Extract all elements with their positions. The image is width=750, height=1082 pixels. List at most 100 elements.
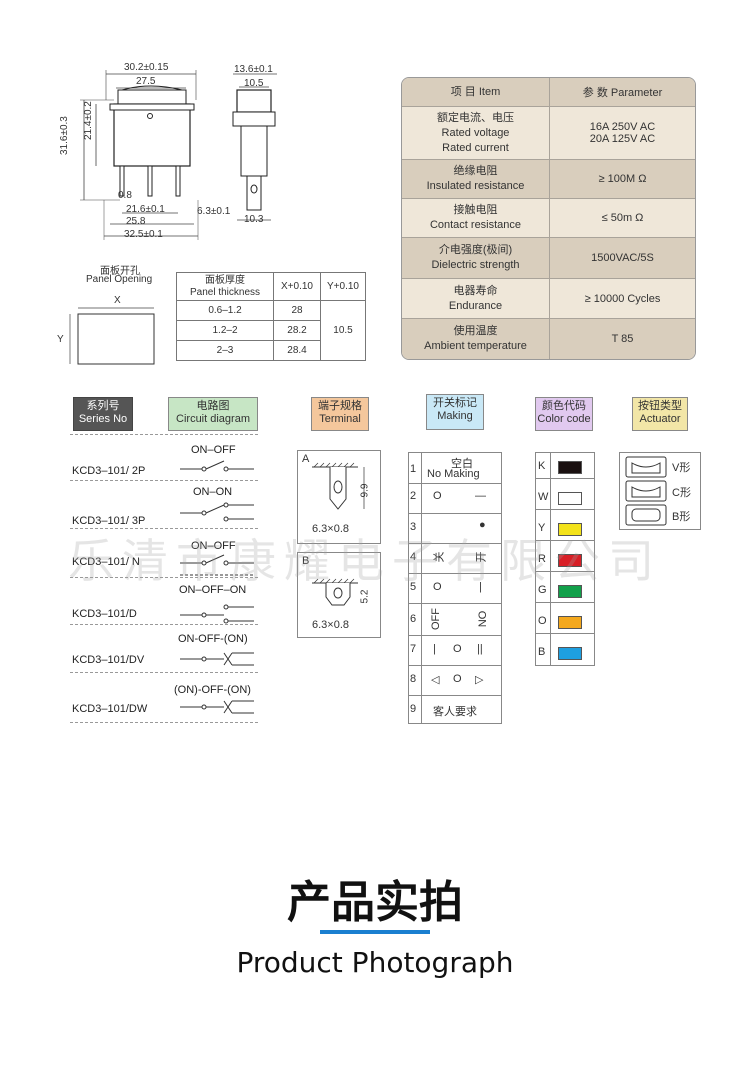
front-width-total: 30.2±0.15 xyxy=(124,62,169,73)
color-swatch xyxy=(558,492,582,505)
front-height-body: 21.4±0.2 xyxy=(83,101,94,140)
panel-y-label: Y xyxy=(57,334,64,345)
terminal-a-svg xyxy=(312,462,365,510)
divider xyxy=(535,478,595,479)
panel-y-value: 10.5 xyxy=(320,300,366,361)
making-number: 1 xyxy=(410,463,417,475)
front-width-inner: 27.5 xyxy=(136,76,156,87)
front-base-width: 25.8 xyxy=(126,216,146,227)
actuator-shapes-svg xyxy=(625,456,667,526)
series-name: KCD3–101/ N xyxy=(72,556,140,568)
making-number: 5 xyxy=(410,581,417,593)
panel-opening-label-cn: 面板开孔 xyxy=(100,266,140,277)
spec-header-row: 项 目 Item 参 数 Parameter xyxy=(402,78,695,106)
making-number: 7 xyxy=(410,643,417,655)
spec-row: 电器寿命 Endurance ≥ 10000 Cycles xyxy=(402,278,695,318)
circuit-label: ON–ON xyxy=(193,486,233,498)
making-symbol: O xyxy=(453,673,462,685)
making-number: 3 xyxy=(410,521,417,533)
spec-row-param: 1500VAC/5S xyxy=(591,252,654,264)
spec-row-param: ≥ 10000 Cycles xyxy=(584,292,661,305)
spec-row-en: Endurance xyxy=(448,299,503,312)
divider xyxy=(535,602,595,603)
terminal-b-box: B 5.2 6.3×0.8 xyxy=(297,552,381,638)
divider xyxy=(70,624,258,625)
actuator-label: C形 xyxy=(672,487,691,499)
terminal-dim-v: 5.2 xyxy=(359,589,371,604)
front-base-total: 32.5±0.1 xyxy=(124,229,163,240)
side-width-total: 13.6±0.1 xyxy=(234,64,273,75)
making-symbol: 客人要求 xyxy=(433,706,477,718)
making-symbol: 空白 xyxy=(451,458,473,470)
series-name: KCD3–101/D xyxy=(72,608,137,620)
terminal-dim-h: 6.3×0.8 xyxy=(312,523,350,535)
front-pin-gap: 0.8 xyxy=(118,190,132,201)
actuator-table: V形 C形 B形 xyxy=(619,452,701,530)
front-pin-span: 21.6±0.1 xyxy=(126,204,165,215)
making-number: 8 xyxy=(410,673,417,685)
making-symbol: O xyxy=(433,490,442,502)
header-cn: 按钮类型 xyxy=(638,400,682,412)
spec-row-en: Rated voltage xyxy=(441,126,510,139)
making-symbol: | xyxy=(479,581,482,593)
panel-x-label: X xyxy=(114,295,121,306)
terminal-letter: A xyxy=(302,453,310,465)
making-symbol: | xyxy=(433,643,436,655)
series-name: KCD3–101/DW xyxy=(72,703,148,715)
spec-row-cn: 绝缘电阻 xyxy=(453,165,498,177)
panel-row-thickness: 0.6–1.2 xyxy=(176,300,274,321)
terminal-a-box: A 9.9 6.3×0.8 xyxy=(297,450,381,544)
spec-row: 介电强度(极间)Dielectric strength 1500VAC/5S xyxy=(402,237,695,278)
divider xyxy=(70,480,258,481)
side-width-inner: 10.5 xyxy=(244,78,264,89)
spec-row-param: ≤ 50m Ω xyxy=(601,212,644,224)
circuit-label: ON–OFF xyxy=(191,540,236,552)
panel-opening-svg xyxy=(69,307,155,365)
circuit-label: ON–OFF–ON xyxy=(179,584,247,596)
divider xyxy=(535,571,595,572)
color-swatch xyxy=(558,554,582,567)
making-number: 9 xyxy=(410,703,417,715)
panel-row-x: 28.4 xyxy=(273,340,321,361)
header-en: Color code xyxy=(537,413,591,425)
spec-row-en: Contact resistance xyxy=(429,219,522,231)
header-cn: 开关标记 xyxy=(433,397,477,409)
making-symbol: OFF xyxy=(430,608,442,630)
making-number: 4 xyxy=(410,551,417,563)
spec-row-param: 16A 250V AC xyxy=(589,121,656,133)
panel-opening-label-en: Panel Opening xyxy=(86,274,153,285)
actuator-label: B形 xyxy=(672,511,691,523)
terminal-dim-v: 9.9 xyxy=(359,483,371,498)
spec-row: 绝缘电阻 Insulated resistance ≥ 100M Ω xyxy=(402,159,695,198)
spec-row-param: T 85 xyxy=(611,333,634,345)
making-symbol: ◁ xyxy=(431,674,440,686)
color-code-table xyxy=(535,452,595,666)
making-number: 2 xyxy=(410,490,417,502)
spec-row-en: Insulated resistance xyxy=(426,180,525,192)
spec-row-param: ≥ 100M Ω xyxy=(598,173,647,185)
terminal-dim-h: 6.3×0.8 xyxy=(312,619,350,631)
spec-row-cn: 电器寿命 xyxy=(453,284,498,297)
actuator-label: V形 xyxy=(672,462,691,474)
divider xyxy=(535,509,595,510)
color-swatch xyxy=(558,523,582,536)
panel-x-head: X+0.10 xyxy=(273,272,321,301)
header-en: Series No xyxy=(78,413,128,425)
color-swatch xyxy=(558,616,582,629)
panel-y-head: Y+0.10 xyxy=(320,272,366,301)
front-view-svg xyxy=(80,70,199,240)
panel-head-cn: 面板厚度 xyxy=(205,274,245,286)
divider xyxy=(535,633,595,634)
front-height-total: 31.6±0.3 xyxy=(59,116,70,155)
header-en: Actuator xyxy=(639,413,681,425)
color-swatch xyxy=(558,585,582,598)
